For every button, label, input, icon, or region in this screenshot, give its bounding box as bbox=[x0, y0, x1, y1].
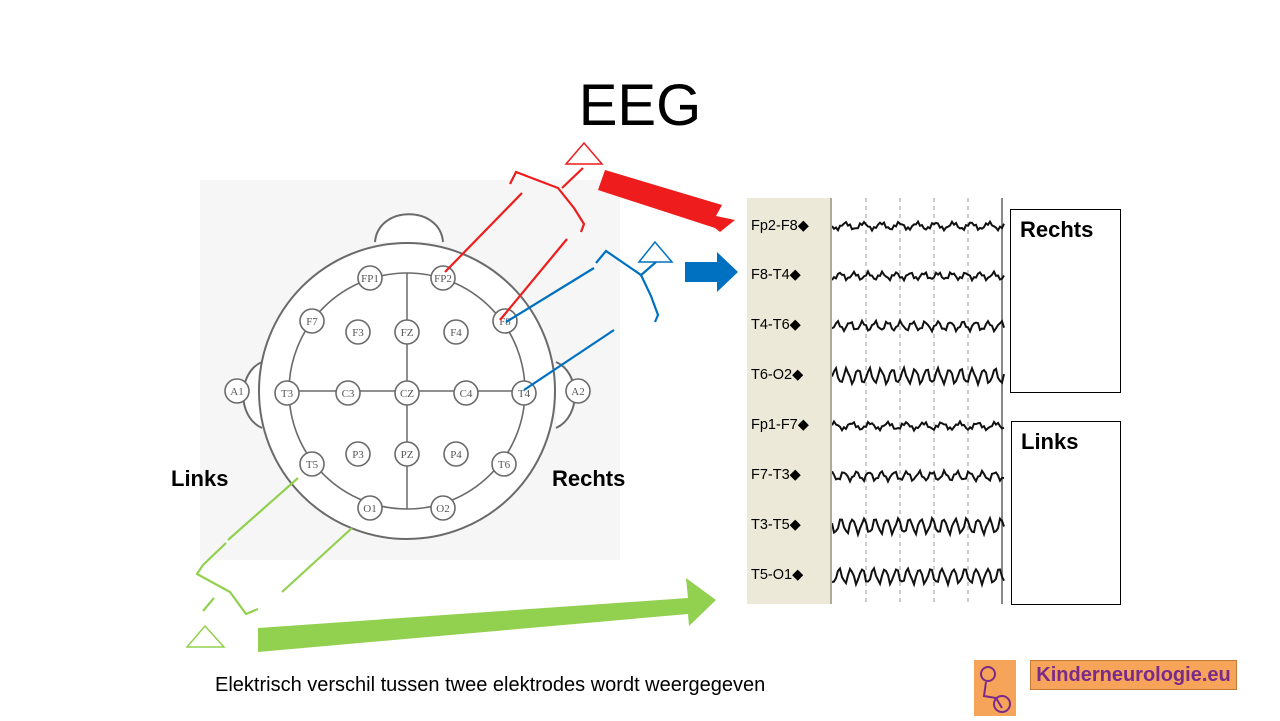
electrode-label: CZ bbox=[400, 388, 414, 400]
electrode-label: T5 bbox=[306, 459, 319, 471]
channel-label: Fp2-F8◆ bbox=[751, 218, 809, 234]
electrode-f4 bbox=[443, 319, 469, 345]
channel-label: T6-O2◆ bbox=[751, 367, 804, 383]
channel-label-column: Fp2-F8◆ F8-T4◆ T4-T6◆ T6-O2◆ Fp1-F7◆ F7-… bbox=[747, 198, 832, 604]
page-title: EEG bbox=[578, 73, 702, 138]
electrode-label: T4 bbox=[518, 388, 531, 400]
electrode-label: F4 bbox=[450, 327, 462, 339]
channel-label: Fp1-F7◆ bbox=[751, 417, 809, 433]
electrode-label: O2 bbox=[436, 503, 449, 515]
electrode-label: A1 bbox=[230, 386, 243, 398]
electrode-f8 bbox=[492, 308, 518, 334]
electrode-t6 bbox=[491, 451, 517, 477]
eeg-wave bbox=[832, 219, 1005, 233]
electrode-label: FZ bbox=[401, 327, 414, 339]
electrode-label: P3 bbox=[352, 449, 364, 461]
electrode-label: P4 bbox=[450, 449, 462, 461]
channel-label: F7-T3◆ bbox=[751, 467, 801, 483]
electrode-f3 bbox=[345, 319, 371, 345]
electrode-o2 bbox=[430, 495, 456, 521]
eeg-wave bbox=[832, 515, 1005, 538]
electrode-fp2 bbox=[430, 265, 456, 291]
electrode-c4 bbox=[453, 380, 479, 406]
electrode-t3 bbox=[274, 380, 300, 406]
electrode-t5 bbox=[299, 451, 325, 477]
box-label-left: Links bbox=[1021, 429, 1079, 454]
caption: Elektrisch verschil tussen twee elektrod… bbox=[215, 674, 766, 696]
electrode-label: PZ bbox=[401, 449, 414, 461]
electrode-label: C4 bbox=[460, 388, 473, 400]
channel-label: F8-T4◆ bbox=[751, 267, 801, 283]
electrode-p3 bbox=[345, 441, 371, 467]
left-channels-box: Links bbox=[1011, 421, 1121, 605]
electrode-label: T6 bbox=[498, 459, 511, 471]
electrode-label: F3 bbox=[352, 327, 364, 339]
logo-icon bbox=[974, 660, 1016, 716]
electrode-label: FP1 bbox=[361, 273, 379, 285]
logo-text: Kinderneurologie.eu bbox=[1030, 660, 1237, 690]
electrode-a1 bbox=[224, 378, 250, 404]
channel-label: T3-T5◆ bbox=[751, 517, 801, 533]
electrode-label: C3 bbox=[342, 388, 355, 400]
channel-label: T5-O1◆ bbox=[751, 567, 804, 583]
electrode-o1 bbox=[357, 495, 383, 521]
electrode-c3 bbox=[335, 380, 361, 406]
electrode-label: A2 bbox=[571, 386, 584, 398]
eeg-wave bbox=[832, 269, 1005, 283]
box-label-right: Rechts bbox=[1020, 217, 1094, 242]
left-hemisphere-label: Links bbox=[171, 466, 229, 491]
electrode-a2 bbox=[565, 378, 591, 404]
electrode-f7 bbox=[299, 308, 325, 334]
electrode-p4 bbox=[443, 441, 469, 467]
electrode-label: F7 bbox=[306, 316, 318, 328]
eeg-trace-panel: Fp2-F8◆ F8-T4◆ T4-T6◆ T6-O2◆ Fp1-F7◆ F7-… bbox=[747, 198, 1014, 604]
eeg-wave bbox=[832, 419, 1005, 433]
electrode-label: T3 bbox=[281, 388, 294, 400]
electrode-fz bbox=[394, 319, 420, 345]
right-hemisphere-label: Rechts bbox=[552, 466, 626, 491]
electrode-label: FP2 bbox=[434, 273, 452, 285]
electrode-label: O1 bbox=[363, 503, 376, 515]
channel-label: T4-T6◆ bbox=[751, 317, 801, 333]
eeg-waveforms bbox=[832, 198, 1005, 604]
eeg-wave bbox=[832, 318, 1005, 334]
eeg-wave bbox=[832, 467, 1005, 484]
electrode-cz bbox=[394, 380, 420, 406]
electrode-fp1 bbox=[357, 265, 383, 291]
electrode-pz bbox=[394, 441, 420, 467]
eeg-wave bbox=[832, 566, 1005, 589]
right-channels-box: Rechts bbox=[1010, 209, 1121, 393]
eeg-wave bbox=[832, 364, 1005, 388]
